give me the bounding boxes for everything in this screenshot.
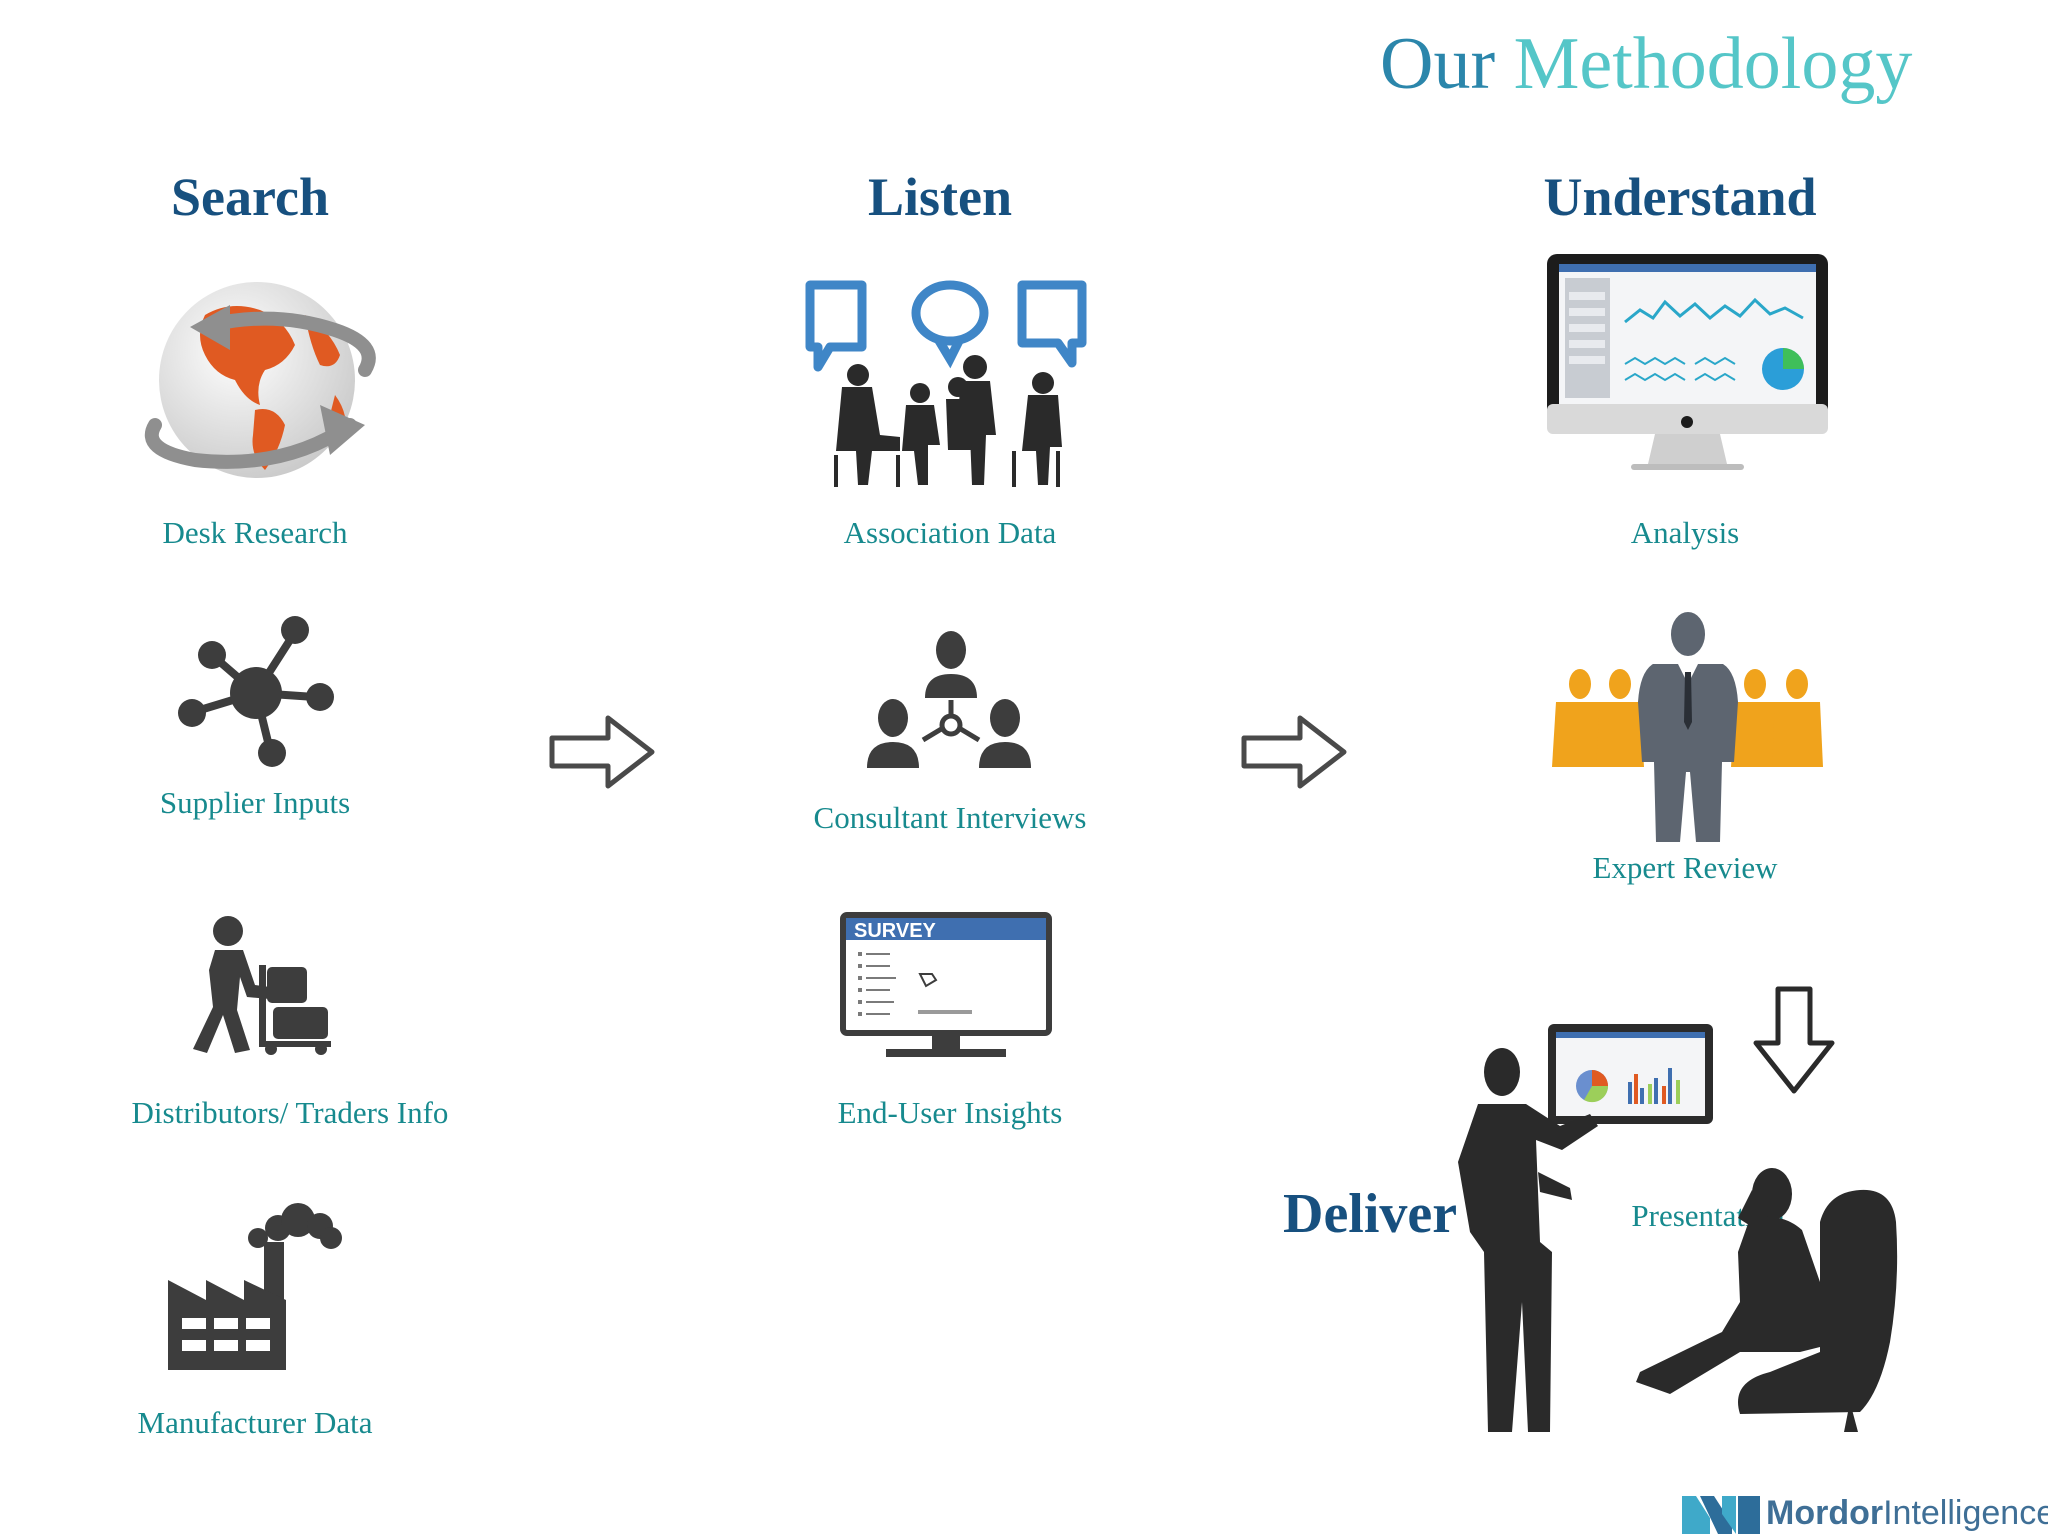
presentation-scene-icon: [1458, 1024, 1898, 1432]
brand-word-light: Intelligence: [1883, 1494, 2048, 1532]
stage-heading-search: Search: [171, 167, 329, 227]
stage-heading-deliver: Deliver: [1283, 1183, 1458, 1245]
title-word-our: Our: [1380, 23, 1514, 105]
down-arrow-icon: [1753, 986, 1835, 1094]
factory-icon: [168, 1203, 342, 1370]
label-desk-research: Desk Research: [162, 515, 348, 550]
label-end-user-insights: End-User Insights: [837, 1095, 1063, 1130]
consultant-network-icon: [867, 631, 1031, 768]
label-consultant-interviews: Consultant Interviews: [813, 800, 1087, 835]
globe-arrow-icon: [144, 282, 376, 478]
expert-team-icon: [1552, 612, 1823, 842]
right-arrow-icon: [1241, 715, 1347, 789]
stage-heading-understand: Understand: [1543, 167, 1817, 227]
page-title: Our Methodology: [1380, 22, 1940, 122]
right-arrow-icon: [549, 715, 655, 789]
brand-logo-icon: [1682, 1496, 1760, 1534]
discussion-group-icon: [805, 280, 1087, 487]
label-supplier-inputs: Supplier Inputs: [159, 785, 351, 820]
survey-screen-title: SURVEY: [854, 920, 937, 942]
label-analysis: Analysis: [1630, 515, 1740, 550]
brand-word-bold: Mordor: [1766, 1494, 1884, 1532]
label-association-data: Association Data: [843, 515, 1057, 550]
label-expert-review: Expert Review: [1592, 850, 1778, 885]
network-icon: [178, 616, 334, 767]
label-manufacturer-data: Manufacturer Data: [137, 1405, 373, 1440]
brand-wordmark: MordorIntelligence: [1766, 1494, 2048, 1536]
stage-heading-listen: Listen: [867, 167, 1013, 227]
title-word-methodology: Methodology: [1513, 23, 1913, 105]
survey-monitor-icon: SURVEY: [840, 912, 1052, 1057]
worker-cart-icon: [193, 916, 331, 1055]
label-distributors: Distributors/ Traders Info: [131, 1095, 449, 1130]
analytics-monitor-icon: [1547, 254, 1828, 470]
